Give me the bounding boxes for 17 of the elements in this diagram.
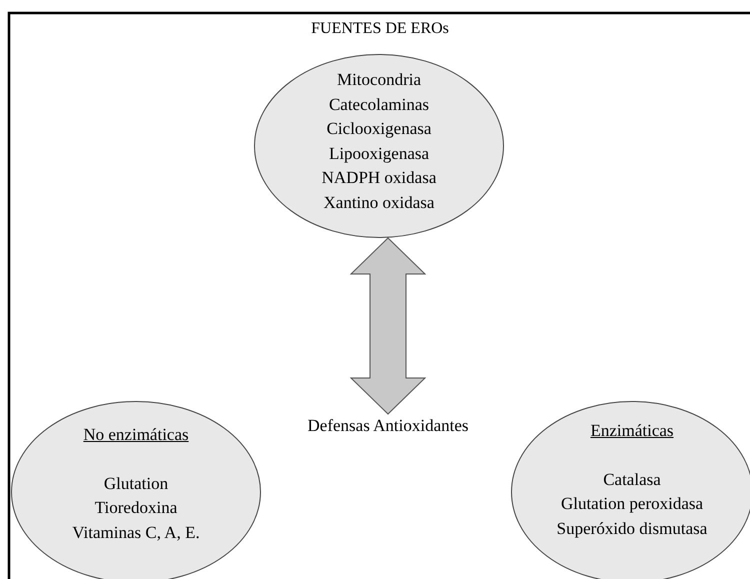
list-item: Ciclooxigenasa: [326, 118, 432, 140]
list-item: NADPH oxidasa: [322, 167, 436, 189]
list-item: Glutation peroxidasa: [560, 493, 704, 515]
diagram-title: FUENTES DE EROs: [310, 20, 450, 38]
list-item: Xantino oxidasa: [324, 192, 434, 214]
list-item: Mitocondria: [336, 69, 422, 91]
list-item: Vitaminas C, A, E.: [72, 522, 200, 544]
list-item: Tioredoxina: [94, 497, 178, 519]
list-item: Catalasa: [603, 468, 661, 490]
group-heading: Enzimáticas: [590, 420, 674, 442]
list-item: Superóxido dismutasa: [556, 518, 708, 540]
list-item: Glutation: [104, 472, 168, 494]
group-heading: No enzimáticas: [83, 424, 189, 446]
list-item: Catecolaminas: [328, 94, 430, 116]
list-item: Lipooxigenasa: [328, 142, 430, 165]
text-label: Defensas Antioxidantes: [306, 415, 470, 437]
double-arrow: [350, 237, 426, 415]
